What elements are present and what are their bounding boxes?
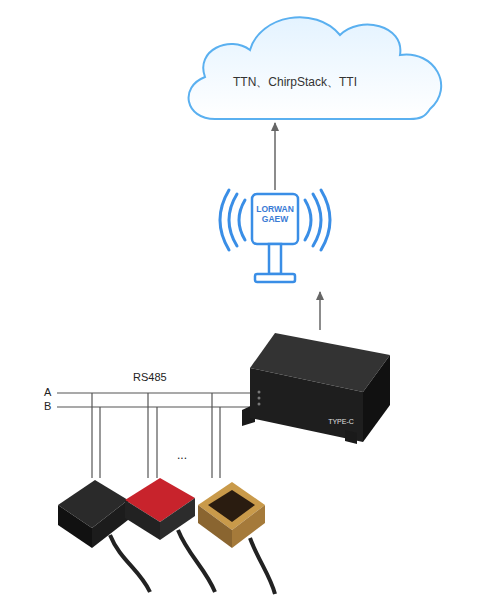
bus-wire-a bbox=[57, 392, 251, 393]
drop-wire bbox=[91, 393, 92, 478]
sensor-red bbox=[125, 478, 215, 592]
drop-wire bbox=[99, 407, 100, 478]
bus-wire-b bbox=[57, 406, 251, 407]
gateway-node: LORWAN GAEW bbox=[225, 190, 325, 292]
drop-wire bbox=[156, 407, 157, 478]
node-text: TTN、ChirpStack、TTI bbox=[195, 75, 395, 89]
node-text: LORWAN GAEW bbox=[253, 204, 297, 224]
sensor-gold bbox=[198, 482, 275, 594]
drop-wire bbox=[219, 407, 220, 478]
bus-label: RS485 bbox=[133, 371, 167, 383]
cloud-node: TTN、ChirpStack、TTI bbox=[175, 5, 455, 123]
signal-name: A bbox=[44, 386, 51, 398]
cloud-node-outline bbox=[175, 5, 455, 123]
signal-name: B bbox=[44, 400, 51, 412]
arrow-connector bbox=[274, 123, 276, 190]
converter-node-outline bbox=[245, 330, 395, 445]
ellipsis-label: ... bbox=[177, 448, 187, 462]
converter-node: TYPE-C bbox=[245, 330, 395, 445]
node-text: TYPE-C bbox=[323, 418, 359, 426]
drop-wire bbox=[147, 393, 148, 478]
drop-wire bbox=[211, 393, 212, 478]
arrow-connector bbox=[319, 292, 321, 330]
